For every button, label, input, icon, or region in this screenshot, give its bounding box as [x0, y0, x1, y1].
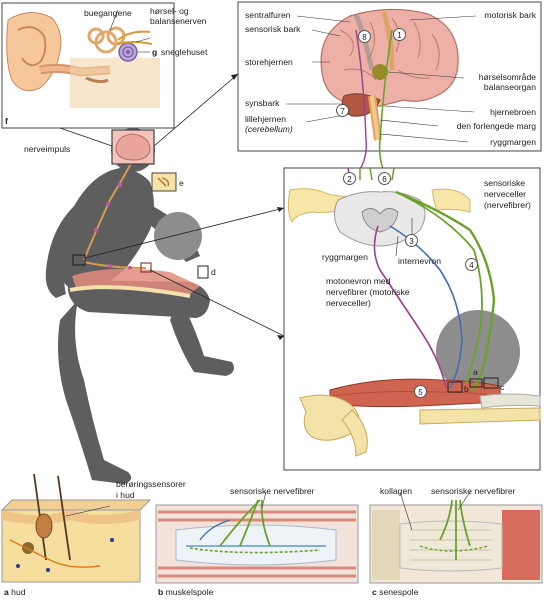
caption-skin-text: hud [11, 587, 26, 597]
nerve-path-leg [83, 261, 147, 269]
label-muscle-fibers: sensoriske nervefibrer [230, 486, 315, 496]
label-b: b [464, 384, 469, 394]
label-motor-cortex: motorisk bark [484, 10, 536, 20]
spine-leg-panel [283, 167, 541, 471]
label-interneuron: internevron [398, 256, 441, 266]
label-receptors-2: i hud [116, 490, 135, 500]
tendon-spindle-panel [369, 491, 543, 584]
caption-muscle: b muskelspole [158, 587, 213, 597]
label-pons: hjernebroen [490, 107, 536, 117]
caption-tendon: c senespole [372, 587, 418, 597]
label-receptors-1: berøringssensorer [116, 479, 186, 489]
label-sensory-cortex: sensorisk bark [245, 24, 301, 34]
caption-muscle-text: muskelspole [165, 587, 214, 597]
label-cochlea: sneglehuset [161, 47, 208, 57]
label-hearing-area-1: hørselsområde [478, 72, 536, 82]
label-sensory-cells-3: (nervefibrer) [484, 200, 531, 210]
label-medulla: den forlengede marg [456, 121, 536, 131]
ear-panel [1, 2, 175, 129]
label-spinal-cord-brain: ryggmargen [490, 137, 536, 147]
nerve-path-spine [83, 159, 134, 261]
label-sensory-cells-1: sensoriske [484, 178, 526, 188]
marker-8: 8 [358, 30, 371, 43]
label-spinal-cord-section: ryggmargen [322, 252, 368, 262]
label-central-sulcus: sentralfuren [245, 10, 291, 20]
label-hearing-nerve-2: balansenerven [150, 16, 207, 26]
label-c: c [500, 382, 505, 392]
label-sensory-cells-2: nerveceller [484, 189, 527, 199]
caption-muscle-letter: b [158, 587, 164, 597]
label-hearing-area-2: balanseorgan [483, 82, 536, 92]
marker-1: 1 [393, 28, 406, 41]
label-cerebrum: storehjernen [245, 57, 293, 67]
ball [154, 212, 202, 260]
label-e: e [179, 178, 184, 188]
label-nerve-impulse: nerveimpuls [24, 144, 71, 154]
caption-tendon-letter: c [372, 587, 377, 597]
marker-2: 2 [343, 172, 356, 185]
marker-3: 3 [405, 234, 418, 247]
label-semicircular-canals: buegangene [84, 8, 132, 18]
muscle-spindle-panel [155, 491, 359, 584]
caption-skin: a hud [4, 587, 26, 597]
caption-skin-letter: a [4, 587, 9, 597]
marker-6: 6 [378, 172, 391, 185]
skin-panel [0, 473, 152, 583]
label-cerebellum-1: lillehjernen [245, 114, 287, 124]
label-a: a [473, 367, 478, 377]
label-motor-neuron-3: nerveceller) [326, 298, 371, 308]
label-tendon-fibers: sensoriske nervefibrer [431, 486, 516, 496]
label-hearing-nerve-1: hørsel- og [150, 6, 189, 16]
label-motor-neuron-1: motonevron med [326, 276, 391, 286]
caption-tendon-text: senespole [379, 587, 419, 597]
label-cerebellum-2: (cerebellum) [245, 124, 293, 134]
label-ear-letter: f [5, 116, 8, 126]
marker-4: 4 [465, 258, 478, 271]
human-silhouette [45, 128, 234, 484]
label-visual-cortex: synsbark [245, 98, 280, 108]
inset-e-box [151, 172, 177, 192]
marker-5: 5 [414, 385, 427, 398]
marker-7: 7 [336, 104, 349, 117]
label-d: d [211, 267, 216, 277]
label-cochlea-letter: g [152, 47, 158, 57]
label-collagen: kollagen [380, 486, 413, 496]
label-motor-neuron-2: nervefibrer (motoriske [326, 287, 410, 297]
